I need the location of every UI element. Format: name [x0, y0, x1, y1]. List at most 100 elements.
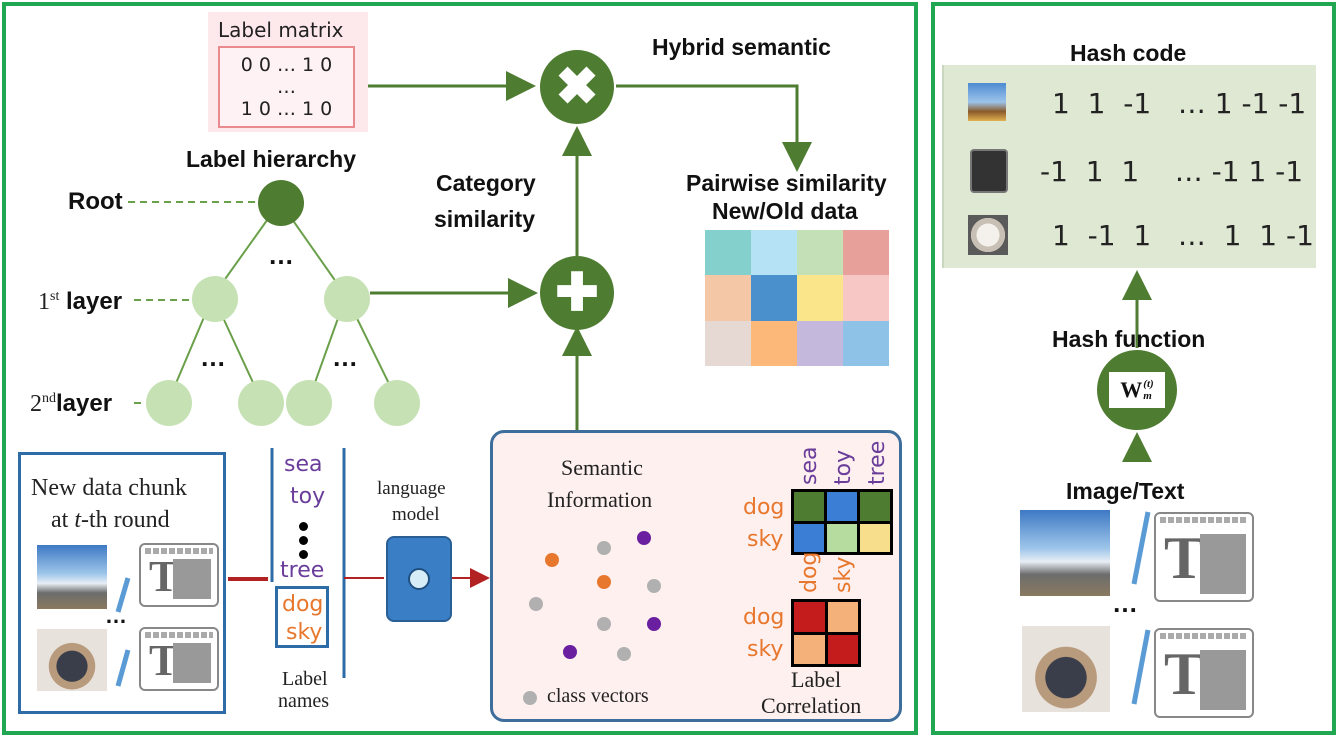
- class-vector-dot: [647, 617, 661, 631]
- label-correlation-matrix-1: [791, 489, 893, 555]
- text-document-icon: T: [1154, 512, 1254, 602]
- data-ellipsis: …: [1112, 588, 1138, 618]
- layer2-node: [286, 380, 332, 426]
- corr-word-sky: sky: [747, 527, 784, 552]
- class-vector-dot: [617, 647, 631, 661]
- hash-function-title: Hash function: [1052, 326, 1206, 352]
- root-label: Root: [68, 188, 123, 215]
- vertical-dot: [299, 522, 308, 531]
- hash-row: 1 1 -1 … 1 -1 -1: [944, 73, 1316, 133]
- correlation-cell: [860, 523, 890, 552]
- hash-code-area: 1 1 -1 … 1 -1 -1 -1 1 1 … -1 1 -1 1 -1 1…: [942, 65, 1316, 268]
- corr-word-toy: toy: [831, 449, 856, 485]
- label-matrix-row: 1 0 … 1 0: [240, 98, 333, 120]
- class-vector-dot: [545, 553, 559, 567]
- correlation-cell: [794, 602, 825, 632]
- corr-word-tree: tree: [865, 440, 890, 485]
- layer1-label: 1st layer: [38, 288, 122, 316]
- category-similarity-line2: similarity: [434, 206, 535, 232]
- data-ellipsis: …: [105, 603, 127, 628]
- hash-row: -1 1 1 … -1 1 -1: [944, 139, 1316, 199]
- similarity-cell: [843, 320, 889, 366]
- new-data-line1: New data chunk: [31, 475, 187, 501]
- layer1-superscript: st: [50, 289, 60, 304]
- class-vectors-label: class vectors: [547, 685, 649, 707]
- plus-icon: ✚: [540, 256, 614, 330]
- layer2-superscript: nd: [42, 391, 56, 406]
- image-text-title: Image/Text: [1066, 478, 1185, 504]
- correlation-cell: [827, 523, 857, 552]
- layer2-node: [374, 380, 420, 426]
- tree-ellipsis: …: [200, 342, 226, 372]
- label-matrix-row: 0 0 … 1 0: [240, 54, 333, 76]
- language-model-line1: language: [377, 478, 446, 499]
- right-panel-frame: [931, 2, 1336, 735]
- hash-weight-symbol: W(t)m: [1109, 372, 1165, 408]
- hybrid-semantic-label: Hybrid semantic: [652, 34, 831, 60]
- similarity-cell: [797, 275, 843, 321]
- corr-word-sky: sky: [831, 556, 856, 593]
- text-document-icon: T: [1154, 628, 1254, 718]
- class-vector-dot: [529, 597, 543, 611]
- hash-code-title: Hash code: [1070, 40, 1187, 66]
- hash-row: 1 -1 1 … 1 1 -1: [944, 207, 1316, 267]
- similarity-cell: [843, 230, 889, 276]
- label-hierarchy-title: Label hierarchy: [186, 146, 357, 172]
- label-word-toy: toy: [290, 484, 326, 509]
- label-correlation-matrix-2: [791, 599, 861, 667]
- semantic-info-line1: Semantic: [561, 455, 643, 480]
- correlation-cell: [794, 634, 825, 664]
- hash-weight-sub: m: [1143, 390, 1152, 402]
- new-data-line2-t: t: [74, 507, 81, 533]
- text-document-icon: T: [139, 627, 219, 691]
- correlation-cell: [860, 492, 890, 521]
- new-labels-box: [275, 586, 329, 648]
- class-vector-dot: [637, 531, 651, 545]
- layer1-number: 1: [38, 289, 50, 315]
- class-vector-dot: [597, 541, 611, 555]
- sky-photo-thumbnail: [1020, 510, 1110, 596]
- hash-weight-sup: (t): [1143, 378, 1154, 390]
- correlation-cell: [794, 492, 824, 521]
- class-vector-dot: [597, 575, 611, 589]
- similarity-cell: [751, 230, 797, 276]
- dog-photo-thumbnail: [1022, 626, 1110, 712]
- label-matrix-row: …: [277, 76, 296, 98]
- category-similarity-line1: Category: [436, 170, 536, 196]
- pairwise-similarity-matrix: [705, 230, 889, 366]
- tree-ellipsis: …: [268, 240, 294, 270]
- label-correlation-line1: Label: [791, 667, 842, 692]
- dog-photo-thumbnail: [968, 215, 1008, 255]
- vertical-dot: [299, 536, 308, 545]
- similarity-cell: [751, 320, 797, 366]
- pairwise-similarity-line1: Pairwise similarity: [686, 170, 887, 196]
- similarity-cell: [705, 320, 751, 366]
- new-data-line2-pre: at: [51, 507, 75, 533]
- similarity-cell: [797, 230, 843, 276]
- label-word-sky: sky: [286, 620, 323, 645]
- layer1-word: layer: [66, 288, 123, 315]
- class-vector-dot: [597, 617, 611, 631]
- corr-word-sky: sky: [747, 637, 784, 662]
- label-names-line1: Label: [282, 668, 328, 690]
- tree-ellipsis: …: [332, 342, 358, 372]
- left-panel-frame: [2, 2, 918, 735]
- label-names-line2: names: [278, 690, 330, 712]
- correlation-cell: [794, 523, 824, 552]
- dog-photo-thumbnail: [37, 629, 107, 691]
- layer1-node: [324, 276, 370, 322]
- layer2-node: [238, 380, 284, 426]
- text-document-icon: T: [139, 543, 219, 607]
- layer1-node: [192, 276, 238, 322]
- hash-code-value: -1 1 1 … -1 1 -1: [1040, 155, 1304, 188]
- correlation-cell: [827, 602, 858, 632]
- similarity-cell: [705, 230, 751, 276]
- layer2-number: 2: [30, 391, 42, 417]
- vertical-dot: [299, 550, 308, 559]
- hash-code-value: 1 -1 1 … 1 1 -1: [1052, 219, 1314, 252]
- similarity-cell: [797, 320, 843, 366]
- hash-weight-base: W: [1120, 377, 1143, 402]
- class-vector-legend-dot: [523, 691, 537, 705]
- multiply-icon: ✖: [540, 50, 614, 124]
- label-correlation-line2: Correlation: [761, 693, 862, 718]
